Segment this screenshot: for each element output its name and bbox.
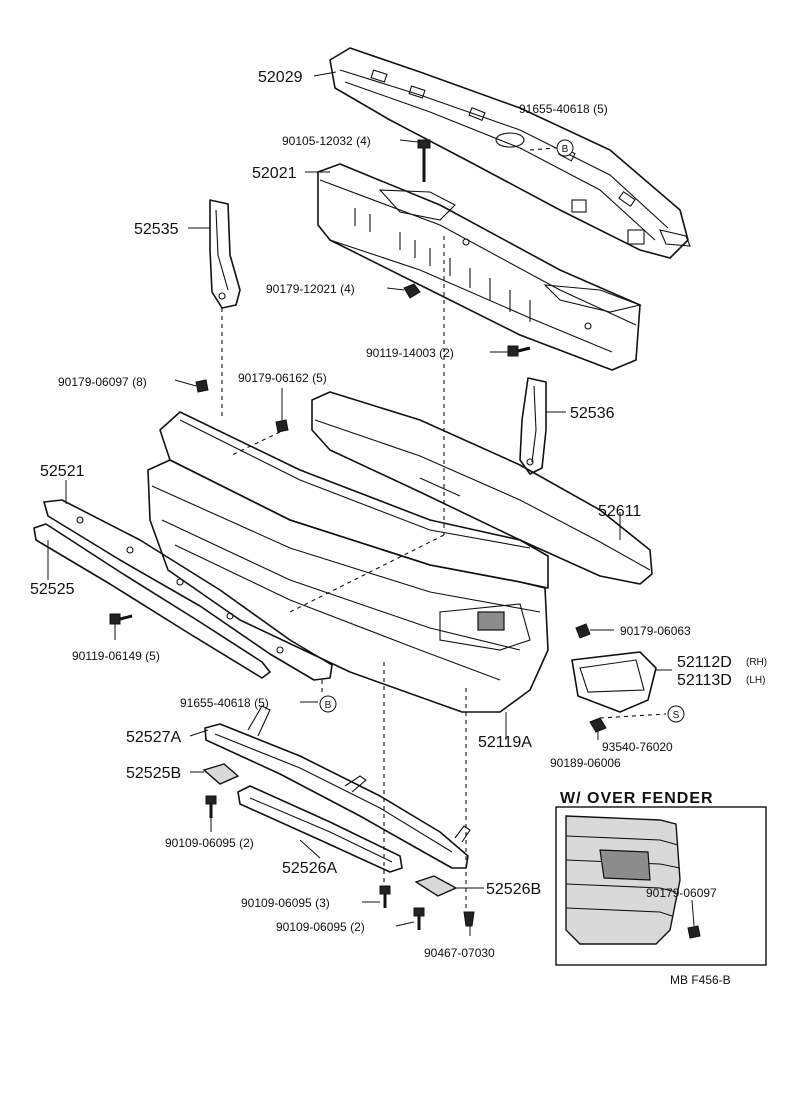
part-52525-lower-strip [33,523,271,679]
fastener-90119-06149-bolt [109,613,133,625]
assembly-guide-lines [221,147,667,910]
label-90119-14003: 90119-14003 (2) [366,346,454,360]
label-90467-07030: 90467-07030 [424,946,495,960]
label-52113D: 52113D [677,672,732,689]
label-90179-06063: 90179-06063 [620,624,691,638]
callout-s: S [667,705,685,723]
label-52021: 52021 [252,165,297,182]
label-52526B: 52526B [486,881,541,898]
label-inset-90179-06097: 90179-06097 [646,886,717,900]
label-52112D-rh: (RH) [746,657,767,668]
fastener-90109-06095-bolt-b [379,885,391,908]
label-52526A: 52526A [282,860,337,877]
label-91655-40618-bottom: 91655-40618 (5) [180,696,269,710]
fastener-90105-bolt [417,139,431,182]
callout-s-letter: S [673,710,680,721]
label-52119A: 52119A [478,734,532,751]
label-52611: 52611 [598,503,641,520]
part-52521-retainer [43,499,333,681]
label-93540-76020: 93540-76020 [602,740,673,754]
label-reference-code: MB F456-B [670,973,731,987]
fastener-90189-06006-nut [589,717,607,733]
callout-b-top: B [556,139,574,157]
fastener-90179-12021-nut [403,283,421,299]
part-52029-reinforcement [329,47,691,259]
part-52526A-lower-strip [237,785,403,873]
fastener-90119-14003-bolt [507,345,531,357]
label-52112D: 52112D [677,654,732,671]
part-upper-bumper-bar [159,411,549,589]
part-52526B-piece [414,875,458,897]
part-52021-absorber [317,163,642,371]
label-52525: 52525 [30,581,75,598]
label-52029: 52029 [258,69,303,86]
fastener-90179-06063-nut [575,623,591,639]
label-52525B: 52525B [126,765,181,782]
label-52535: 52535 [134,221,179,238]
fastener-90179-06162-nut [275,419,289,433]
fastener-90179-06097-nut [195,379,209,393]
label-91655-40618-top: 91655-40618 (5) [519,102,608,116]
label-90179-12021: 90179-12021 (4) [266,282,355,296]
fastener-90467-07030-clip [463,911,475,927]
label-90189-06006: 90189-06006 [550,756,621,770]
part-52611-retainer [311,391,653,585]
callout-b-top-letter: B [562,144,569,155]
fastener-90109-06095-bolt-c [413,907,425,930]
label-90109-06095-3: 90109-06095 (3) [241,896,330,910]
label-90179-06162: 90179-06162 (5) [238,371,327,385]
part-52525B-piece [202,763,240,785]
inset-over-fender [555,806,767,966]
leader-lines [47,71,672,936]
callout-b-bottom: B [319,695,337,713]
fastener-90109-06095-bolt-a [205,795,217,818]
label-90179-06097-8: 90179-06097 (8) [58,375,147,389]
callout-b-bottom-letter: B [325,700,332,711]
label-90109-06095-2b: 90109-06095 (2) [276,920,365,934]
label-52521: 52521 [40,463,85,480]
part-52119A-bumper-cover [147,459,549,713]
part-52112D-52113D-extension [571,651,657,713]
label-52527A: 52527A [126,729,181,746]
part-52536-bracket [519,377,547,475]
label-90109-06095-2a: 90109-06095 (2) [165,836,254,850]
label-52536: 52536 [570,405,615,422]
label-52113D-lh: (LH) [746,675,765,686]
part-52535-bracket [209,199,241,309]
label-90105-12032: 90105-12032 (4) [282,134,371,148]
part-labels: 52029 91655-40618 (5) 90105-12032 (4) 52… [30,69,767,987]
label-inset-title: W/ OVER FENDER [560,790,714,807]
label-90119-06149: 90119-06149 (5) [72,649,160,663]
